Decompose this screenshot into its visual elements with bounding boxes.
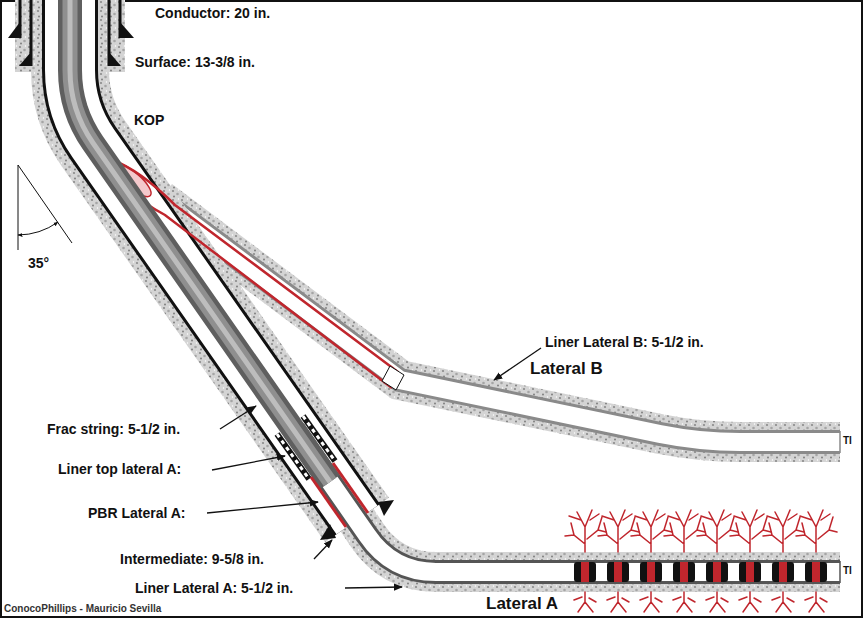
angle-label: 35° [28,255,49,271]
packer [739,562,761,582]
liner-lateral-a [294,430,840,572]
packer [640,562,662,582]
leader-line [212,456,285,470]
lateral-name: Lateral B [530,359,603,379]
packer [574,562,596,582]
intermediate-casing [70,0,357,520]
fracture [763,510,804,612]
casing-label: Conductor: 20 in. [155,5,270,21]
angle-line [18,165,72,243]
casing-shoe [120,22,134,38]
whipstock-line [112,160,398,372]
end-label: TI [843,565,852,577]
angle-arc [18,222,58,235]
frac-string [70,0,330,482]
fracture [631,510,672,612]
part-label: Liner top lateral A: [58,461,181,477]
intermediate-bore [70,0,357,520]
point-label: KOP [134,112,164,128]
end-label: TI [843,435,852,447]
fracture [796,510,837,612]
liner-label: Liner Lateral B: 5-1/2 in. [545,334,704,350]
cement-main [70,0,357,520]
casing-shoe [320,524,336,540]
watermark: ConocoPhillips - Mauricio Sevilla [4,603,161,615]
fracture [565,510,606,612]
casing-shoe [378,500,394,516]
liner-lateral-a-bore [294,430,840,572]
packer [706,562,728,582]
liner-label: Liner Lateral A: 5-1/2 in. [135,580,293,596]
packer [772,562,794,582]
fracture [664,510,705,612]
pbr-seal [333,463,368,513]
leader-line [220,406,256,429]
leader-line [314,540,332,559]
fracture [730,510,771,612]
packer [805,562,827,582]
angle-line [18,165,19,250]
part-label: PBR Lateral A: [88,505,186,521]
fracture [598,510,639,612]
leader-line [207,502,318,513]
casing-label: Intermediate: 9-5/8 in. [120,551,264,567]
frac-string [70,0,330,482]
frac-string [70,0,330,482]
casing-label: Surface: 13-3/8 in. [135,54,255,70]
liner-end [839,431,841,453]
packer [607,562,629,582]
packer [673,562,695,582]
casing-shoe [8,22,20,38]
window-junction [382,366,404,390]
lateral-name: Lateral A [486,594,558,614]
liner-end [839,561,841,583]
part-label: Frac string: 5-1/2 in. [47,421,180,437]
fracture [697,510,738,612]
casing-shoe [109,52,121,66]
leader-line [345,587,402,588]
casing-shoe [19,52,31,66]
